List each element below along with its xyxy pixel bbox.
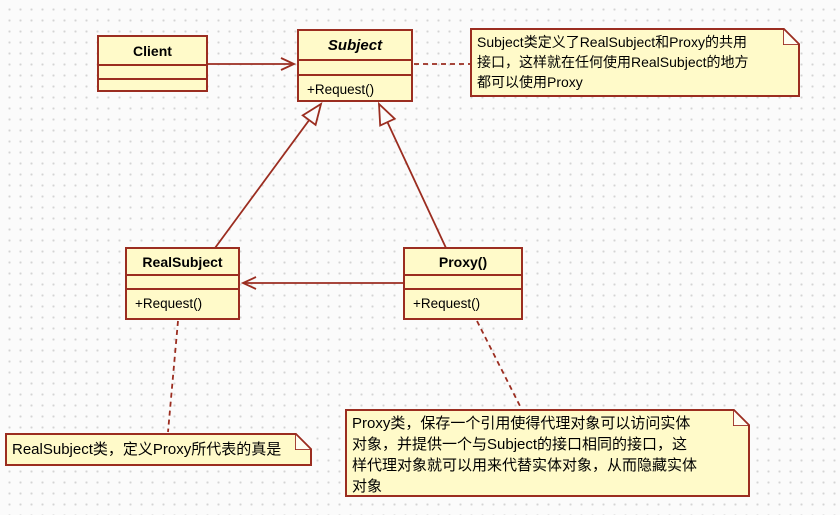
note-proxy-text: Proxy类，保存一个引用使得代理对象可以访问实体 对象，并提供一个与Subje…	[352, 415, 698, 495]
class-subject-attributes	[299, 59, 411, 74]
class-proxy-name: Proxy()	[438, 253, 488, 270]
class-client-methods	[99, 78, 206, 90]
class-subject-methods: +Request()	[299, 74, 411, 100]
class-client[interactable]: Client	[97, 35, 208, 92]
class-realsubject-methods: +Request()	[127, 288, 238, 318]
class-realsubject-name: RealSubject	[142, 253, 223, 270]
class-realsubject-attributes	[127, 274, 238, 288]
class-proxy-methods: +Request()	[405, 288, 521, 318]
class-client-name: Client	[133, 42, 172, 59]
note-realsubject[interactable]: RealSubject类，定义Proxy所代表的真是	[5, 433, 312, 466]
note-anchor-realsubject[interactable]	[167, 320, 179, 433]
note-fold-icon	[733, 409, 750, 426]
note-subject-text: Subject类定义了RealSubject和Proxy的共用 接口，这样就在任…	[477, 34, 749, 90]
class-proxy-attributes	[405, 274, 521, 288]
generalization-proxy-to-subject[interactable]	[377, 101, 447, 249]
class-proxy[interactable]: Proxy() +Request()	[403, 247, 523, 320]
class-client-attributes	[99, 64, 206, 78]
note-anchor-proxy[interactable]	[476, 320, 522, 409]
note-realsubject-text: RealSubject类，定义Proxy所代表的真是	[12, 440, 282, 458]
class-realsubject[interactable]: RealSubject +Request()	[125, 247, 240, 320]
generalization-realsubject-to-subject[interactable]	[214, 102, 323, 249]
class-subject-name: Subject	[327, 36, 383, 54]
class-subject[interactable]: Subject +Request()	[297, 29, 413, 102]
note-proxy[interactable]: Proxy类，保存一个引用使得代理对象可以访问实体 对象，并提供一个与Subje…	[345, 409, 750, 497]
note-fold-icon	[295, 433, 312, 450]
note-fold-icon	[783, 28, 800, 45]
note-subject[interactable]: Subject类定义了RealSubject和Proxy的共用 接口，这样就在任…	[470, 28, 800, 97]
